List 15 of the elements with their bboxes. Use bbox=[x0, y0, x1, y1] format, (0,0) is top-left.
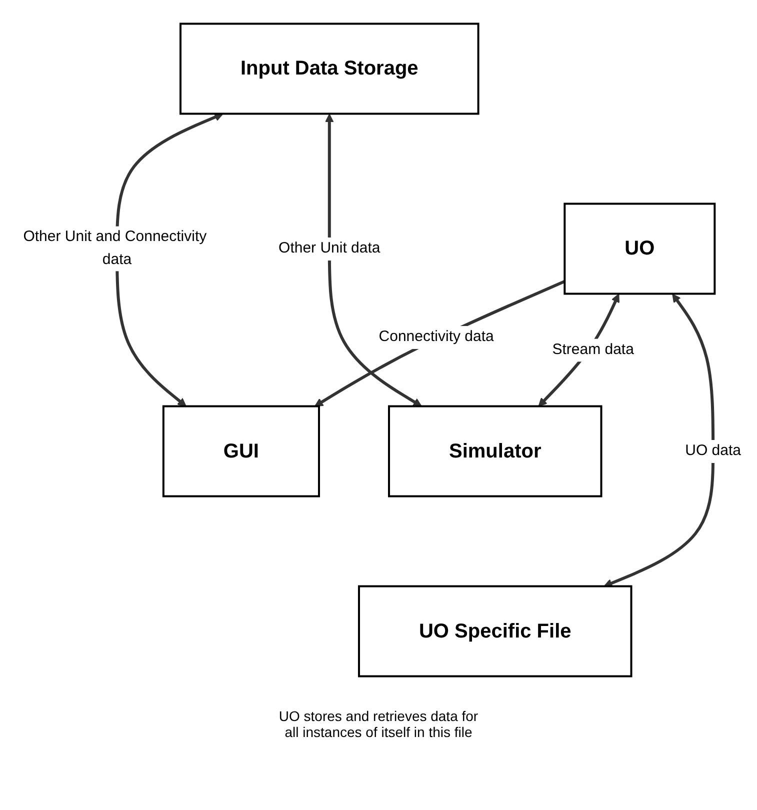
edge-label: UO data bbox=[684, 442, 740, 460]
edge-label: Connectivity data bbox=[378, 328, 494, 345]
arrow bbox=[314, 280, 565, 407]
node-box: Simulator bbox=[388, 405, 602, 498]
edge-label: Other Unit and Connectivity data bbox=[22, 228, 206, 268]
arrow bbox=[115, 112, 223, 407]
edge-label: Stream data bbox=[552, 340, 634, 358]
arrow bbox=[324, 114, 422, 407]
node-box: UO bbox=[563, 202, 716, 295]
arrow bbox=[603, 294, 714, 588]
node-box: UO Specific File bbox=[357, 585, 632, 678]
node-box: GUI bbox=[162, 405, 320, 498]
node-box: Input Data Storage bbox=[179, 22, 479, 115]
note-text: UO stores and retrieves data for all instances of itself in this file bbox=[278, 708, 478, 740]
edge-label: Other Unit data bbox=[278, 239, 380, 256]
